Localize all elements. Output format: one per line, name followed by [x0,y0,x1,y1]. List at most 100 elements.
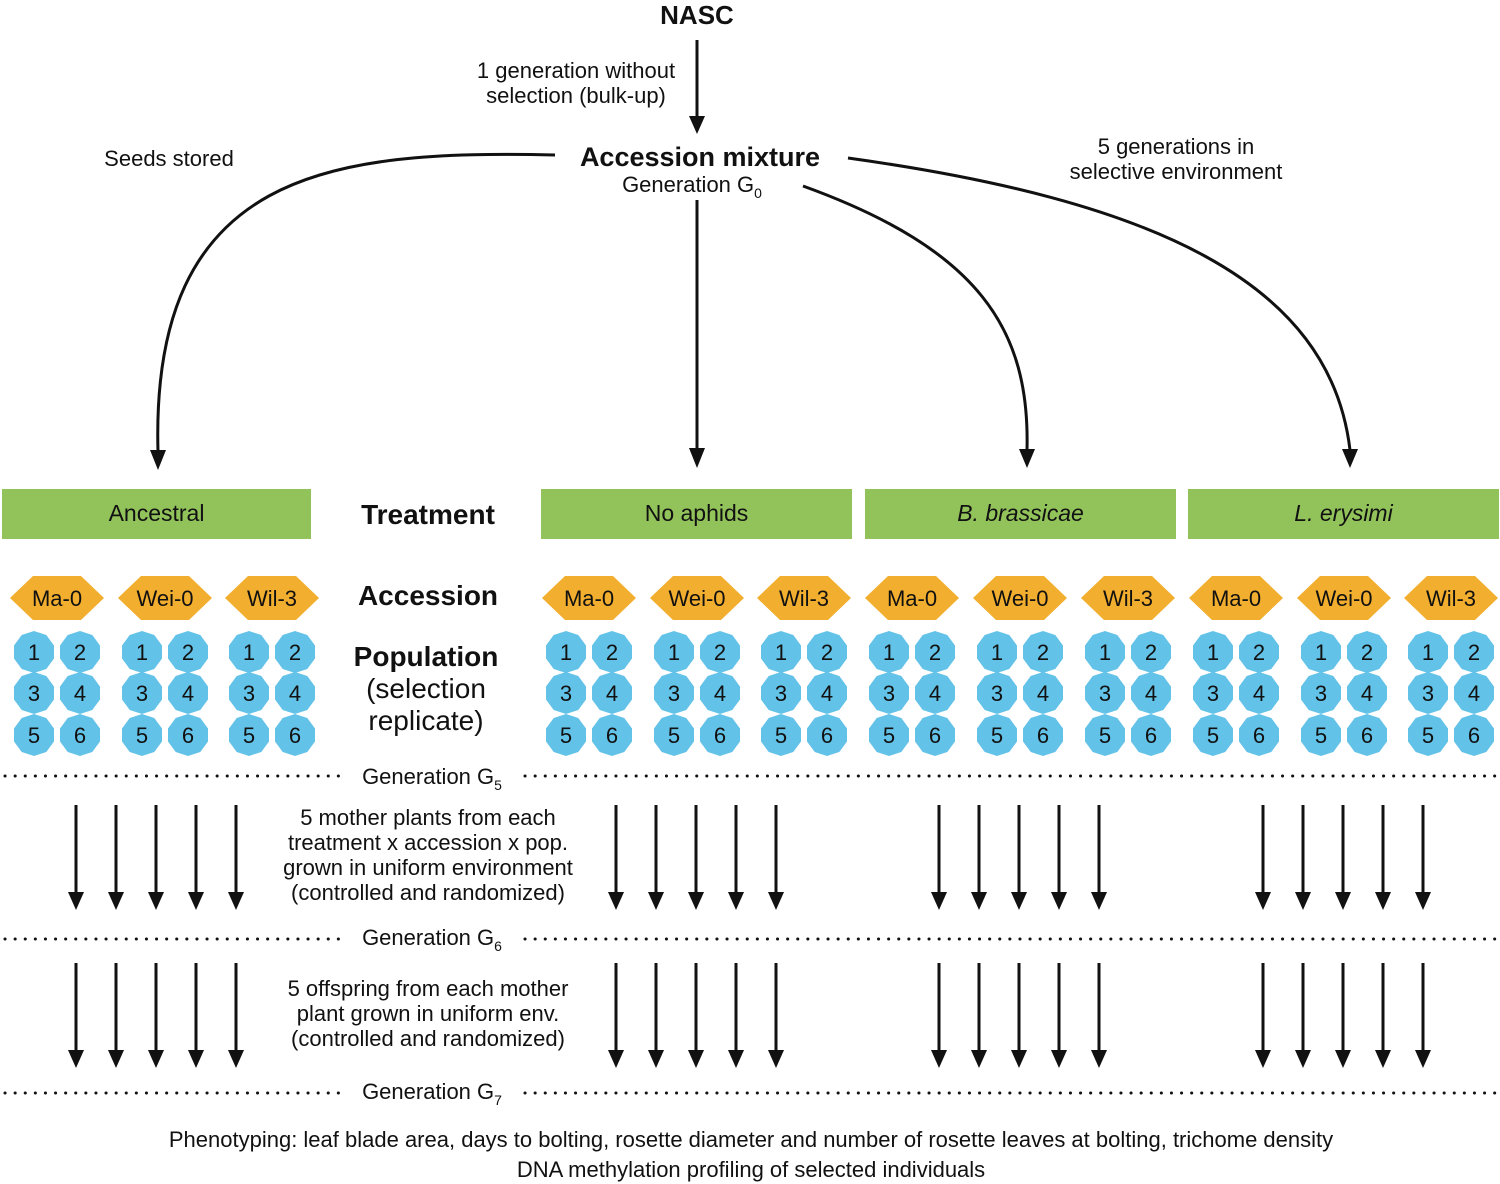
mother-plants-line-4: (controlled and randomized) [291,880,565,905]
population-number: 2 [714,640,726,665]
population-number: 4 [289,681,301,706]
population-octagon-fill [1193,714,1233,756]
population-octagon-fill [915,672,955,714]
population-octagon-fill [977,631,1017,673]
population-octagon-fill [1131,714,1171,756]
down-arrow-0-2-4 [1091,805,1107,910]
mother-plants-line-1: 5 mother plants from each [300,805,556,830]
accession-label: Wei-0 [991,586,1048,611]
accession-hex-2-1: Wei-0 [973,576,1067,620]
population-octagon: 4 [1131,672,1171,714]
down-arrow-head [971,1050,987,1068]
accession-hex-3-1: Wei-0 [1297,576,1391,620]
population-octagon: 3 [546,672,586,714]
population-octagon-fill [14,714,54,756]
population-octagon: 2 [915,631,955,673]
population-number: 4 [821,681,833,706]
down-arrow-head [608,1050,624,1068]
population-octagon-fill [275,714,315,756]
down-arrow-head [1415,892,1431,910]
population-number: 4 [1037,681,1049,706]
down-arrow-head [1011,1050,1027,1068]
accession-hex-2-0: Ma-0 [865,576,959,620]
down-arrow-head [108,1050,124,1068]
down-arrow-1-3-0 [1255,963,1271,1068]
population-octagon: 3 [122,672,162,714]
population-number: 4 [714,681,726,706]
generation-g6-label: Generation G6 [362,925,502,954]
population-number: 6 [1037,723,1049,748]
mother-plants-line-2: treatment x accession x pop. [288,830,568,855]
down-arrow-head [1051,892,1067,910]
offspring-line-3: (controlled and randomized) [291,1026,565,1051]
treatment-label: Ancestral [109,500,205,526]
accession-hex-fill [118,576,212,620]
population-octagon: 6 [168,714,208,756]
down-arrow-head [1335,892,1351,910]
population-octagon: 5 [761,714,801,756]
accession-hex-fill [542,576,636,620]
accession-hex-3-0: Ma-0 [1189,576,1283,620]
down-arrow-head [648,1050,664,1068]
population-octagon: 6 [807,714,847,756]
population-number: 4 [74,681,86,706]
accession-hex-3-2: Wil-3 [1404,576,1498,620]
population-octagon-fill [807,631,847,673]
population-number: 6 [289,723,301,748]
down-arrow-head [148,1050,164,1068]
seeds-stored-label: Seeds stored [104,146,234,171]
down-arrow-0-0-0 [68,805,84,910]
down-arrow-head [1375,892,1391,910]
population-number: 1 [883,640,895,665]
bbrassicae-arrowhead [1019,449,1035,468]
down-arrow-1-3-2 [1335,963,1351,1068]
top-arrows [150,40,1358,470]
population-octagon: 6 [275,714,315,756]
population-number: 3 [991,681,1003,706]
population-octagon-fill [1193,631,1233,673]
population-number: 1 [28,640,40,665]
selective-env-label-1: 5 generations in [1098,134,1255,159]
accession-label: Wil-3 [1103,586,1153,611]
population-octagon-fill [1301,714,1341,756]
down-arrow-1-2-1 [971,963,987,1068]
population-octagon-fill [1085,714,1125,756]
population-octagon-fill [1239,714,1279,756]
accession-label: Wil-3 [1426,586,1476,611]
down-arrow-head [1375,1050,1391,1068]
population-octagon-fill [60,631,100,673]
population-number: 3 [1099,681,1111,706]
treatment-box-fill [865,489,1176,539]
generation-g0-label: Generation G0 [622,172,762,201]
population-octagon: 6 [1023,714,1063,756]
down-arrow-0-0-3 [188,805,204,910]
population-octagon: 4 [60,672,100,714]
down-arrow-head [1091,892,1107,910]
accession-hex-fill [650,576,744,620]
population-octagon: 3 [1085,672,1125,714]
treatment-box-0: Ancestral [2,489,311,539]
down-arrow-head [228,892,244,910]
down-arrow-1-2-2 [1011,963,1027,1068]
offspring-line-2: plant grown in uniform env. [297,1001,560,1026]
population-number: 2 [74,640,86,665]
treatment-box-fill [541,489,852,539]
down-arrow-0-3-1 [1295,805,1311,910]
population-octagon-fill [1347,672,1387,714]
down-arrow-head [228,1050,244,1068]
population-number: 6 [1361,723,1373,748]
population-number: 6 [1253,723,1265,748]
population-octagon: 6 [60,714,100,756]
down-arrow-0-2-1 [971,805,987,910]
accession-hex-1-2: Wil-3 [757,576,851,620]
population-octagon: 4 [275,672,315,714]
population-octagon: 2 [700,631,740,673]
population-number: 1 [775,640,787,665]
population-octagon: 3 [761,672,801,714]
down-arrow-1-1-0 [608,963,624,1068]
down-arrow-1-1-3 [728,963,744,1068]
down-arrow-0-3-0 [1255,805,1271,910]
down-arrow-0-1-2 [688,805,704,910]
